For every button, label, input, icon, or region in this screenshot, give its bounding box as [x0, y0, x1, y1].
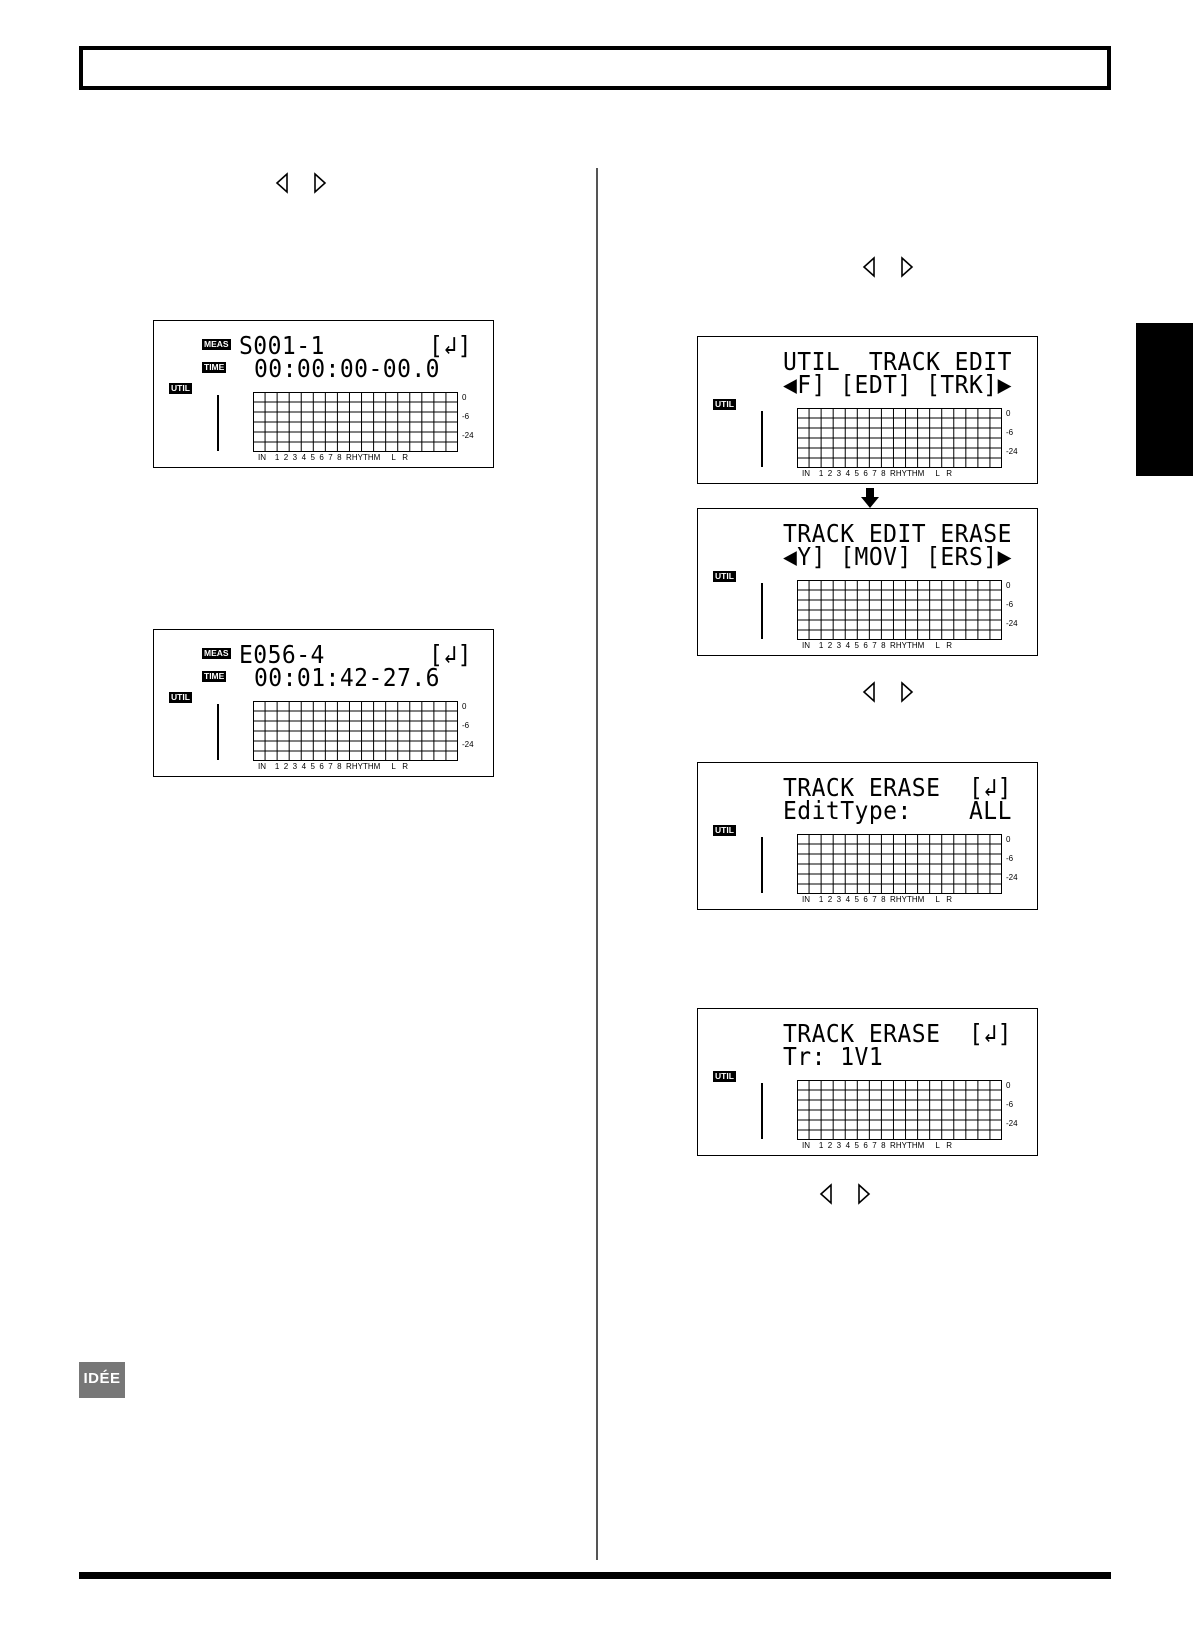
lcd-line-1: TRACK ERASE [↲]	[783, 773, 1012, 802]
level-bar	[761, 583, 763, 639]
db-scale-label: -24	[462, 740, 474, 749]
down-arrow-icon	[861, 488, 879, 508]
util-badge: UTIL	[713, 571, 736, 582]
lcd-line-2: 00:01:42-27.6	[254, 663, 440, 692]
lcd-line-2: ◀F] [EDT] [TRK]▶	[783, 370, 1012, 399]
util-badge: UTIL	[713, 1071, 736, 1082]
lcd-screen-util-track-edit: UTIL UTIL TRACK EDIT ◀F] [EDT] [TRK]▶ 0 -…	[697, 336, 1038, 484]
level-bar	[217, 704, 219, 760]
cursor-arrows-icon	[862, 256, 922, 278]
time-badge: TIME	[202, 671, 227, 682]
level-meter-grid	[797, 408, 1002, 468]
track-labels: IN 1 2 3 4 5 6 7 8 RHYTHM L R	[802, 641, 952, 650]
column-divider	[596, 168, 598, 1560]
meas-badge: MEAS	[202, 339, 231, 350]
enter-symbol: [↲]	[429, 331, 472, 360]
util-badge: UTIL	[713, 825, 736, 836]
db-scale-label: 0	[1006, 1081, 1011, 1090]
time-badge: TIME	[202, 362, 227, 373]
db-scale-label: -6	[462, 412, 470, 421]
db-scale-label: -24	[1006, 873, 1018, 882]
util-badge: UTIL	[169, 692, 192, 703]
lcd-screen-locator-end: MEAS TIME UTIL E056-4 [↲] 00:01:42-27.6 …	[153, 629, 494, 777]
util-badge: UTIL	[713, 399, 736, 410]
cursor-arrows-icon	[862, 681, 922, 703]
lcd-line-1: E056-4	[239, 640, 325, 669]
chapter-tab	[1136, 323, 1193, 476]
track-labels: IN 1 2 3 4 5 6 7 8 RHYTHM L R	[258, 453, 408, 462]
util-badge: UTIL	[169, 383, 192, 394]
footer-rule	[79, 1572, 1111, 1579]
level-bar	[761, 411, 763, 467]
lcd-line-2: ◀Y] [MOV] [ERS]▶	[783, 542, 1012, 571]
lcd-line-1: TRACK ERASE [↲]	[783, 1019, 1012, 1048]
meas-badge: MEAS	[202, 648, 231, 659]
track-labels: IN 1 2 3 4 5 6 7 8 RHYTHM L R	[802, 895, 952, 904]
level-meter-grid	[797, 580, 1002, 640]
enter-symbol: [↲]	[429, 640, 472, 669]
level-meter-grid	[797, 834, 1002, 894]
db-scale-label: -24	[1006, 619, 1018, 628]
level-meter-grid	[797, 1080, 1002, 1140]
cursor-arrows-icon	[275, 172, 335, 194]
db-scale-label: -24	[1006, 447, 1018, 456]
track-labels: IN 1 2 3 4 5 6 7 8 RHYTHM L R	[802, 1141, 952, 1150]
level-meter-grid	[253, 701, 458, 761]
level-meter-grid	[253, 392, 458, 452]
db-scale-label: -6	[1006, 428, 1014, 437]
db-scale-label: -6	[1006, 1100, 1014, 1109]
track-labels: IN 1 2 3 4 5 6 7 8 RHYTHM L R	[258, 762, 408, 771]
db-scale-label: -6	[1006, 600, 1014, 609]
level-bar	[761, 1083, 763, 1139]
lcd-line-1: TRACK EDIT ERASE	[783, 519, 1012, 548]
db-scale-label: -24	[1006, 1119, 1018, 1128]
db-scale-label: 0	[1006, 409, 1011, 418]
db-scale-label: 0	[462, 702, 467, 711]
track-labels: IN 1 2 3 4 5 6 7 8 RHYTHM L R	[802, 469, 952, 478]
db-scale-label: -6	[1006, 854, 1014, 863]
lcd-screen-locator-start: MEAS TIME UTIL S001-1 [↲] 00:00:00-00.0 …	[153, 320, 494, 468]
lcd-line-2: EditType: ALL	[783, 796, 1012, 825]
cursor-arrows-icon	[819, 1183, 879, 1205]
level-bar	[217, 395, 219, 451]
lcd-line-1: S001-1	[239, 331, 325, 360]
db-scale-label: 0	[462, 393, 467, 402]
db-scale-label: -24	[462, 431, 474, 440]
header-box	[79, 46, 1111, 90]
idee-icon: IDÉE	[79, 1362, 125, 1398]
lcd-screen-track-erase-type: UTIL TRACK ERASE [↲] EditType: ALL 0 -6 -2…	[697, 762, 1038, 910]
lcd-screen-track-erase-track: UTIL TRACK ERASE [↲] Tr: 1V1 0 -6 -24 IN 1 …	[697, 1008, 1038, 1156]
lcd-line-2: Tr: 1V1	[783, 1042, 884, 1071]
db-scale-label: 0	[1006, 835, 1011, 844]
db-scale-label: 0	[1006, 581, 1011, 590]
level-bar	[761, 837, 763, 893]
lcd-line-2: 00:00:00-00.0	[254, 354, 440, 383]
db-scale-label: -6	[462, 721, 470, 730]
lcd-line-1: UTIL TRACK EDIT	[783, 347, 1012, 376]
lcd-screen-track-edit-erase: UTIL TRACK EDIT ERASE ◀Y] [MOV] [ERS]▶ 0…	[697, 508, 1038, 656]
